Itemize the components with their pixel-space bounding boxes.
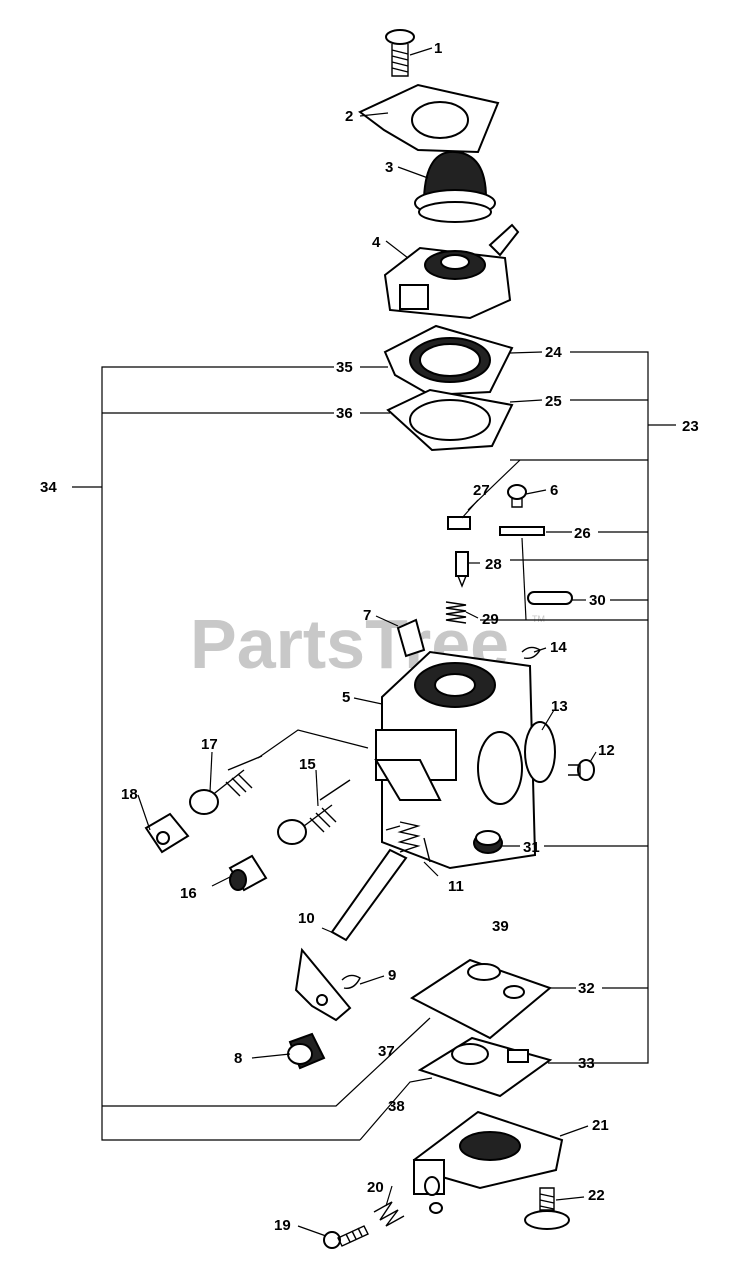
- callout-16: 16: [180, 885, 197, 902]
- callout-8: 8: [234, 1050, 242, 1067]
- part-4-pump-cover[interactable]: [383, 223, 520, 320]
- part-3-primer-bulb[interactable]: [414, 150, 496, 223]
- callout-30: 30: [589, 592, 606, 609]
- part-28-inlet-needle[interactable]: [455, 551, 469, 588]
- callout-35: 35: [336, 359, 353, 376]
- part-9-e-clip[interactable]: [341, 974, 361, 989]
- part-8-plug[interactable]: [287, 1032, 326, 1070]
- callout-21: 21: [592, 1117, 609, 1134]
- callout-27: 27: [473, 482, 490, 499]
- callout-4: 4: [372, 234, 381, 251]
- callout-13: 13: [551, 698, 568, 715]
- callout-38: 38: [388, 1098, 405, 1115]
- part-19-screw[interactable]: [323, 1225, 369, 1249]
- part-13-diaphragm[interactable]: [524, 721, 556, 783]
- callout-20: 20: [367, 1179, 384, 1196]
- callout-7: 7: [363, 607, 371, 624]
- callout-34: 34: [40, 479, 57, 496]
- part-27-metering-lever[interactable]: [447, 516, 471, 530]
- part-15-adjusting-needle[interactable]: [277, 779, 351, 845]
- callout-37: 37: [378, 1043, 395, 1060]
- part-20-spring[interactable]: [373, 1201, 405, 1227]
- callout-6: 6: [550, 482, 558, 499]
- callout-5: 5: [342, 689, 350, 706]
- callout-28: 28: [485, 556, 502, 573]
- callout-33: 33: [578, 1055, 595, 1072]
- callout-23: 23: [682, 418, 699, 435]
- part-1-screw[interactable]: [385, 29, 415, 77]
- leader-lines: [72, 47, 676, 1237]
- part-18-limiter-cap[interactable]: [144, 812, 190, 854]
- callout-labels: 1 2 3 4 5 6 7 8 9 10 11 12 13 14 15 16 1…: [40, 40, 699, 1234]
- part-11-spring[interactable]: [385, 821, 431, 863]
- callout-18: 18: [121, 786, 138, 803]
- callout-3: 3: [385, 159, 393, 176]
- part-22-screw[interactable]: [524, 1187, 570, 1230]
- callout-14: 14: [550, 639, 567, 656]
- part-32-gasket[interactable]: [410, 958, 552, 1040]
- part-12-screw[interactable]: [568, 759, 595, 781]
- part-10-throttle-shaft[interactable]: [294, 848, 408, 1022]
- part-5-carburetor-body[interactable]: [374, 650, 537, 870]
- callout-9: 9: [388, 967, 396, 984]
- callout-10: 10: [298, 910, 315, 927]
- part-31-plug[interactable]: [473, 830, 503, 854]
- callout-12: 12: [598, 742, 615, 759]
- callout-1: 1: [434, 40, 442, 57]
- callout-32: 32: [578, 980, 595, 997]
- part-7-plug[interactable]: [396, 618, 426, 658]
- part-24-35-pump-diaphragm[interactable]: [383, 324, 514, 397]
- callout-31: 31: [523, 839, 540, 856]
- part-17-adjusting-needle[interactable]: [189, 755, 263, 815]
- part-30-plug[interactable]: [527, 591, 573, 605]
- part-14-clip[interactable]: [521, 646, 541, 660]
- part-26-pin[interactable]: [499, 526, 545, 536]
- callout-26: 26: [574, 525, 591, 542]
- part-2-gasket[interactable]: [358, 83, 500, 154]
- callout-25: 25: [545, 393, 562, 410]
- part-29-spring[interactable]: [445, 601, 467, 624]
- callout-15: 15: [299, 756, 316, 773]
- part-16-limiter-cap[interactable]: [228, 854, 268, 892]
- callout-22: 22: [588, 1187, 605, 1204]
- part-25-36-gasket[interactable]: [386, 388, 514, 452]
- part-21-diaphragm-cover[interactable]: [412, 1110, 564, 1214]
- callout-11: 11: [448, 878, 464, 895]
- callout-39: 39: [492, 918, 509, 935]
- part-6-screw[interactable]: [507, 484, 527, 508]
- callout-17: 17: [201, 736, 218, 753]
- part-33-gasket[interactable]: [417, 1036, 553, 1098]
- callout-19: 19: [274, 1217, 291, 1234]
- callout-2: 2: [345, 108, 353, 125]
- callout-29: 29: [482, 611, 499, 628]
- callout-36: 36: [336, 405, 353, 422]
- watermark-trademark: TM: [532, 614, 545, 624]
- callout-24: 24: [545, 344, 562, 361]
